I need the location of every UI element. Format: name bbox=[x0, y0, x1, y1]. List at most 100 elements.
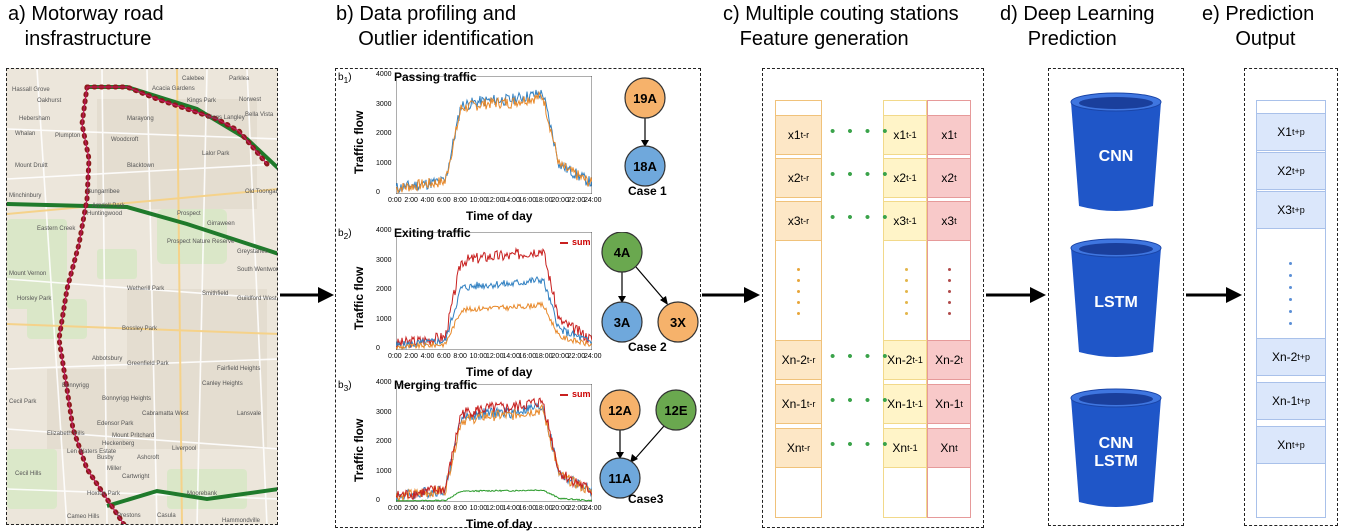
x-tick-label: 18:00 bbox=[535, 353, 553, 360]
y-axis-label: Traffic flow bbox=[352, 418, 366, 482]
section-title-d: d) Deep Learning Prediction bbox=[1000, 3, 1155, 50]
map-place-label: Lansvale bbox=[237, 411, 262, 417]
y-tick-label: 4000 bbox=[376, 379, 392, 386]
map-place-label: Kings Park bbox=[187, 98, 217, 104]
x-tick-label: 16:00 bbox=[518, 505, 537, 512]
vertical-ellipsis-dot bbox=[948, 312, 951, 315]
vertical-ellipsis-dot bbox=[905, 290, 908, 293]
junction-node-label: 12E bbox=[664, 403, 687, 418]
map-place-label: Casula bbox=[157, 513, 176, 519]
profile-title: Passing traffic bbox=[394, 70, 477, 84]
traffic-flow-plot bbox=[396, 232, 592, 350]
profile-id: b2) bbox=[338, 228, 352, 241]
section-title-e: e) Prediction Output bbox=[1202, 3, 1315, 50]
features-panel bbox=[762, 68, 984, 528]
x-tick-label: 4:00 bbox=[420, 353, 435, 360]
x-tick-label: 6:00 bbox=[437, 353, 451, 360]
model-label: LSTM bbox=[1094, 294, 1138, 311]
model-label: CNN bbox=[1099, 148, 1134, 165]
legend-sum-label: sum bbox=[572, 237, 591, 247]
map-place-label: Eastern Creek bbox=[37, 226, 76, 232]
map-place-label: Mount Druitt bbox=[15, 163, 48, 169]
y-tick-label: 3000 bbox=[376, 256, 392, 264]
map-place-label: Edensor Park bbox=[97, 421, 134, 427]
feature-column-border bbox=[883, 100, 927, 518]
map-place-label: Heckenberg bbox=[102, 441, 134, 447]
map-place-label: Hammondville bbox=[222, 518, 261, 524]
vertical-ellipsis-dot bbox=[797, 279, 800, 282]
map-place-label: Mount Vernon bbox=[9, 271, 46, 277]
y-tick-label: 4000 bbox=[376, 227, 392, 234]
map-place-label: Cecil Park bbox=[9, 399, 37, 405]
map-place-label: Kings Langley bbox=[207, 115, 245, 121]
x-tick-label: 10:00 bbox=[469, 353, 488, 360]
x-tick-label: 2:00 bbox=[404, 505, 418, 512]
output-panel bbox=[1244, 68, 1338, 526]
ellipsis-dots: • • • • bbox=[830, 209, 892, 226]
model-cylinder: LSTM bbox=[1070, 238, 1162, 357]
vertical-ellipsis-dot bbox=[797, 290, 800, 293]
map-place-label: Bonnyrigg bbox=[62, 383, 89, 389]
map-place-label: Bossley Park bbox=[122, 326, 158, 332]
x-tick-label: 22:00 bbox=[567, 197, 586, 204]
x-axis-label: Time of day bbox=[466, 517, 533, 531]
y-axis-label: Traffic flow bbox=[352, 110, 366, 174]
profile-id: b3) bbox=[338, 380, 352, 393]
map-place-label: Guildford West bbox=[237, 296, 277, 302]
y-tick-label: 2000 bbox=[376, 438, 392, 445]
junction-node-label: 3X bbox=[670, 315, 686, 330]
vertical-ellipsis-dot bbox=[797, 312, 800, 315]
map-place-label: Bungarribee bbox=[87, 189, 120, 195]
case-label: Case 2 bbox=[628, 340, 667, 354]
x-tick-label: 24:00 bbox=[584, 505, 602, 512]
ellipsis-dots: • • • • bbox=[830, 166, 892, 183]
map-place-label: Abbotsbury bbox=[92, 356, 122, 362]
map-place-label: Minchinbury bbox=[9, 193, 41, 199]
map-place-label: Girraween bbox=[207, 221, 235, 227]
x-tick-label: 4:00 bbox=[420, 505, 435, 512]
x-tick-label: 8:00 bbox=[453, 505, 467, 512]
traffic-series-line bbox=[396, 276, 592, 350]
traffic-series-line bbox=[396, 403, 592, 502]
junction-node bbox=[657, 301, 699, 343]
y-tick-label: 1000 bbox=[376, 315, 392, 323]
x-tick-label: 6:00 bbox=[437, 505, 451, 512]
map-place-label: Hoxton Park bbox=[87, 491, 121, 497]
map-place-label: Arndell Park bbox=[92, 203, 126, 209]
feature-column-border bbox=[927, 100, 971, 518]
y-tick-label: 2000 bbox=[376, 130, 392, 137]
arrow-a-b bbox=[280, 287, 334, 303]
y-tick-label: 0 bbox=[376, 345, 380, 352]
x-tick-label: 16:00 bbox=[518, 197, 537, 204]
traffic-series-line bbox=[396, 301, 592, 350]
x-tick-label: 24:00 bbox=[584, 353, 602, 360]
map-place-label: Wetherill Park bbox=[127, 286, 165, 292]
arrow-c-d bbox=[986, 287, 1046, 303]
map-place-label: Moorebank bbox=[187, 491, 218, 497]
junction-node bbox=[601, 301, 643, 343]
x-tick-label: 8:00 bbox=[453, 353, 467, 360]
x-tick-label: 20:00 bbox=[551, 505, 569, 512]
junction-node bbox=[599, 389, 641, 431]
map-place-label: Prestons bbox=[117, 513, 141, 519]
map-place-label: Cameo Hills bbox=[67, 514, 99, 520]
junction-node bbox=[624, 77, 666, 119]
junction-node-label: 11A bbox=[608, 471, 632, 486]
vertical-ellipsis-dot bbox=[948, 279, 951, 282]
map-place-label: Canley Heights bbox=[202, 381, 243, 387]
y-tick-label: 3000 bbox=[376, 100, 392, 108]
x-tick-label: 22:00 bbox=[567, 505, 586, 512]
